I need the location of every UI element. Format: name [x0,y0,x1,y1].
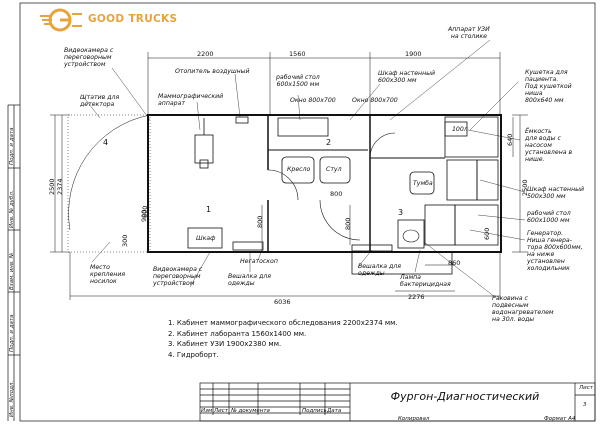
dim-2374: 2374 [56,178,64,195]
dim-2276: 2276 [408,293,425,301]
label-tumba: Тумба [413,180,433,187]
dim-1900: 1900 [405,50,422,58]
room-number-3: 3 [398,208,404,217]
label-negatoscope: Негатоскоп [240,258,278,265]
legend-item: 1. Кабинет маммографического обследовани… [168,319,398,327]
dim-1560: 1560 [289,50,306,58]
dim-800-c: 800 [344,217,352,230]
legend-item: 4. Гидроборт. [168,350,219,359]
dim-860: 860 [448,259,461,267]
label-window-2: Окно 800х700 [352,97,398,104]
side-stamp-3: Взам. инв. № [9,252,15,290]
title-block [199,382,596,422]
side-stamp-4: Подп. и дата [9,314,15,352]
brand-name: GOOD TRUCKS [88,13,178,25]
drawing-title: Фургон-Диагностический [390,390,540,403]
label-window-1: Окно 800х700 [290,97,336,104]
tb-header-izm: Изм [201,408,213,414]
label-armchair: Кресло [287,166,311,173]
label-heater: Отопитель воздушный [175,68,250,75]
tb-copied: Копировал [398,416,430,422]
side-stamp-2: Инв. № дубл. [9,190,15,228]
dim-800-a: 800 [256,215,264,228]
tb-header-list: Лист [214,408,228,414]
room-number-2: 2 [326,138,332,147]
room-number-4: 4 [103,138,109,147]
dim-600-right: 600 [483,227,491,240]
truck-logo-icon [40,8,82,32]
label-tank-tag: 100л [452,126,468,133]
tb-format: Формат А4 [544,416,576,422]
side-stamp-5: Инв. №подл. [9,380,15,417]
label-chair: Стул [326,166,342,173]
label-cabinet: Шкаф [196,235,216,242]
dim-300: 300 [121,234,129,247]
tb-header-date: Дата [327,408,342,414]
room-number-1: 1 [206,205,212,214]
dim-600-room: 600 [141,205,149,218]
label-generator: Генератор.Ниша генера-тора 800х600мм,на … [527,230,583,272]
brand-logo [38,7,178,33]
legend-item: 2. Кабинет лаборанта 1560х1400 мм. [168,329,307,338]
dim-6036: 6036 [274,298,291,306]
side-stamp-1: Подп. и дата [9,127,15,165]
legend-item: 3. Кабинет УЗИ 1900х2380 мм. [168,340,282,348]
sheet-label: Лист [579,385,593,391]
dim-2500-left: 2500 [48,178,56,195]
dim-800-b: 800 [330,190,343,198]
rooms-legend: 1. Кабинет маммографического обследовани… [168,318,398,360]
tb-header-signature: Подпись [302,408,327,414]
sheet-number: 3 [583,402,587,408]
dim-2200: 2200 [197,50,214,58]
dim-640: 640 [506,133,514,146]
tb-header-document: № документа [231,408,270,414]
